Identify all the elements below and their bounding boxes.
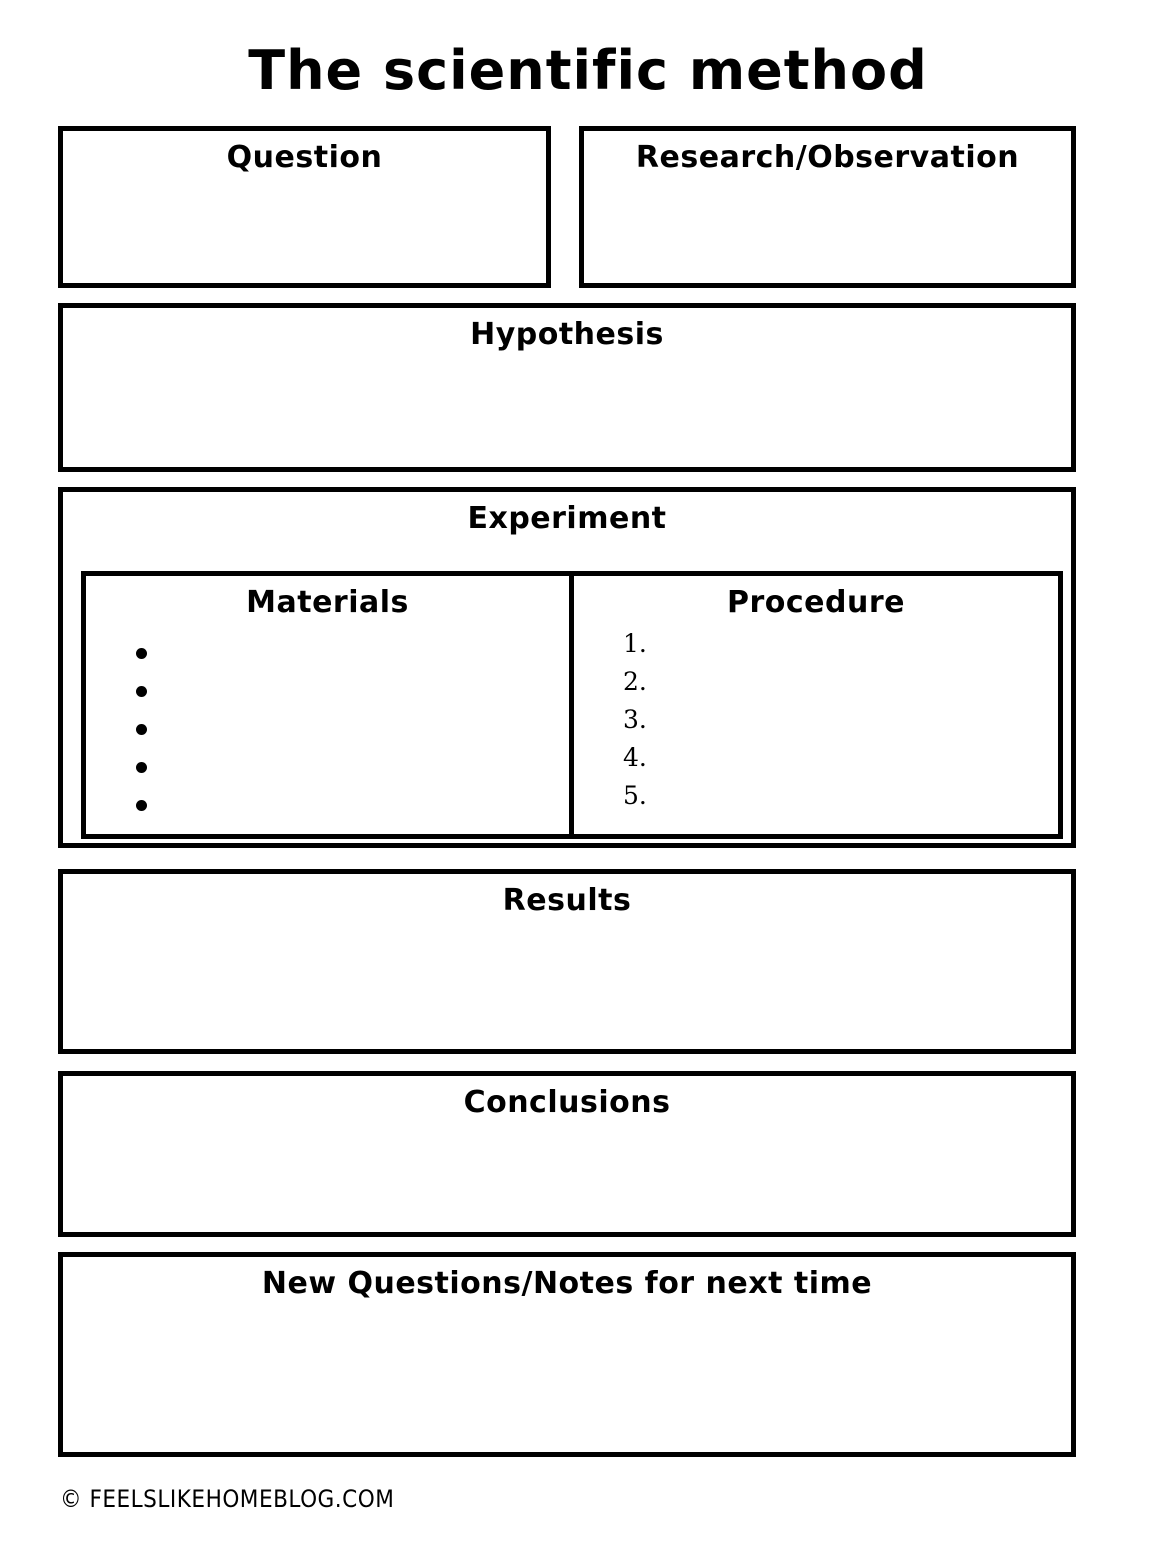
procedure-number-list: 1. 2. 3. 4. 5. [623, 625, 647, 815]
bullet-icon [136, 724, 147, 735]
experiment-box[interactable]: Experiment Materials [58, 487, 1076, 848]
footer-credit: © FEELSLIKEHOMEBLOG.COM [60, 1485, 395, 1513]
materials-header: Materials [246, 585, 409, 620]
bullet-icon [136, 762, 147, 773]
procedure-header: Procedure [727, 585, 905, 620]
bullet-icon [136, 800, 147, 811]
conclusions-header: Conclusions [463, 1085, 671, 1120]
bullet-icon [136, 648, 147, 659]
research-observation-header: Research/Observation [635, 140, 1020, 175]
procedure-item[interactable]: 5. [623, 781, 647, 810]
hypothesis-header: Hypothesis [470, 317, 664, 352]
new-questions-box[interactable]: New Questions/Notes for next time [58, 1252, 1076, 1457]
results-header: Results [502, 883, 632, 918]
bullet-icon [136, 686, 147, 697]
procedure-item[interactable]: 4. [623, 743, 647, 772]
conclusions-box[interactable]: Conclusions [58, 1071, 1076, 1237]
results-box[interactable]: Results [58, 869, 1076, 1054]
materials-box[interactable]: Materials [81, 571, 574, 839]
hypothesis-box[interactable]: Hypothesis [58, 303, 1076, 472]
procedure-item[interactable]: 2. [623, 667, 647, 696]
page-title: The scientific method [248, 39, 928, 102]
procedure-item[interactable]: 3. [623, 705, 647, 734]
experiment-header: Experiment [467, 501, 667, 536]
question-box[interactable]: Question [58, 126, 551, 288]
procedure-box[interactable]: Procedure 1. 2. 3. 4. 5. [569, 571, 1063, 839]
new-questions-header: New Questions/Notes for next time [261, 1266, 873, 1301]
research-observation-box[interactable]: Research/Observation [579, 126, 1076, 288]
procedure-item[interactable]: 1. [623, 629, 647, 658]
question-header: Question [226, 140, 383, 175]
